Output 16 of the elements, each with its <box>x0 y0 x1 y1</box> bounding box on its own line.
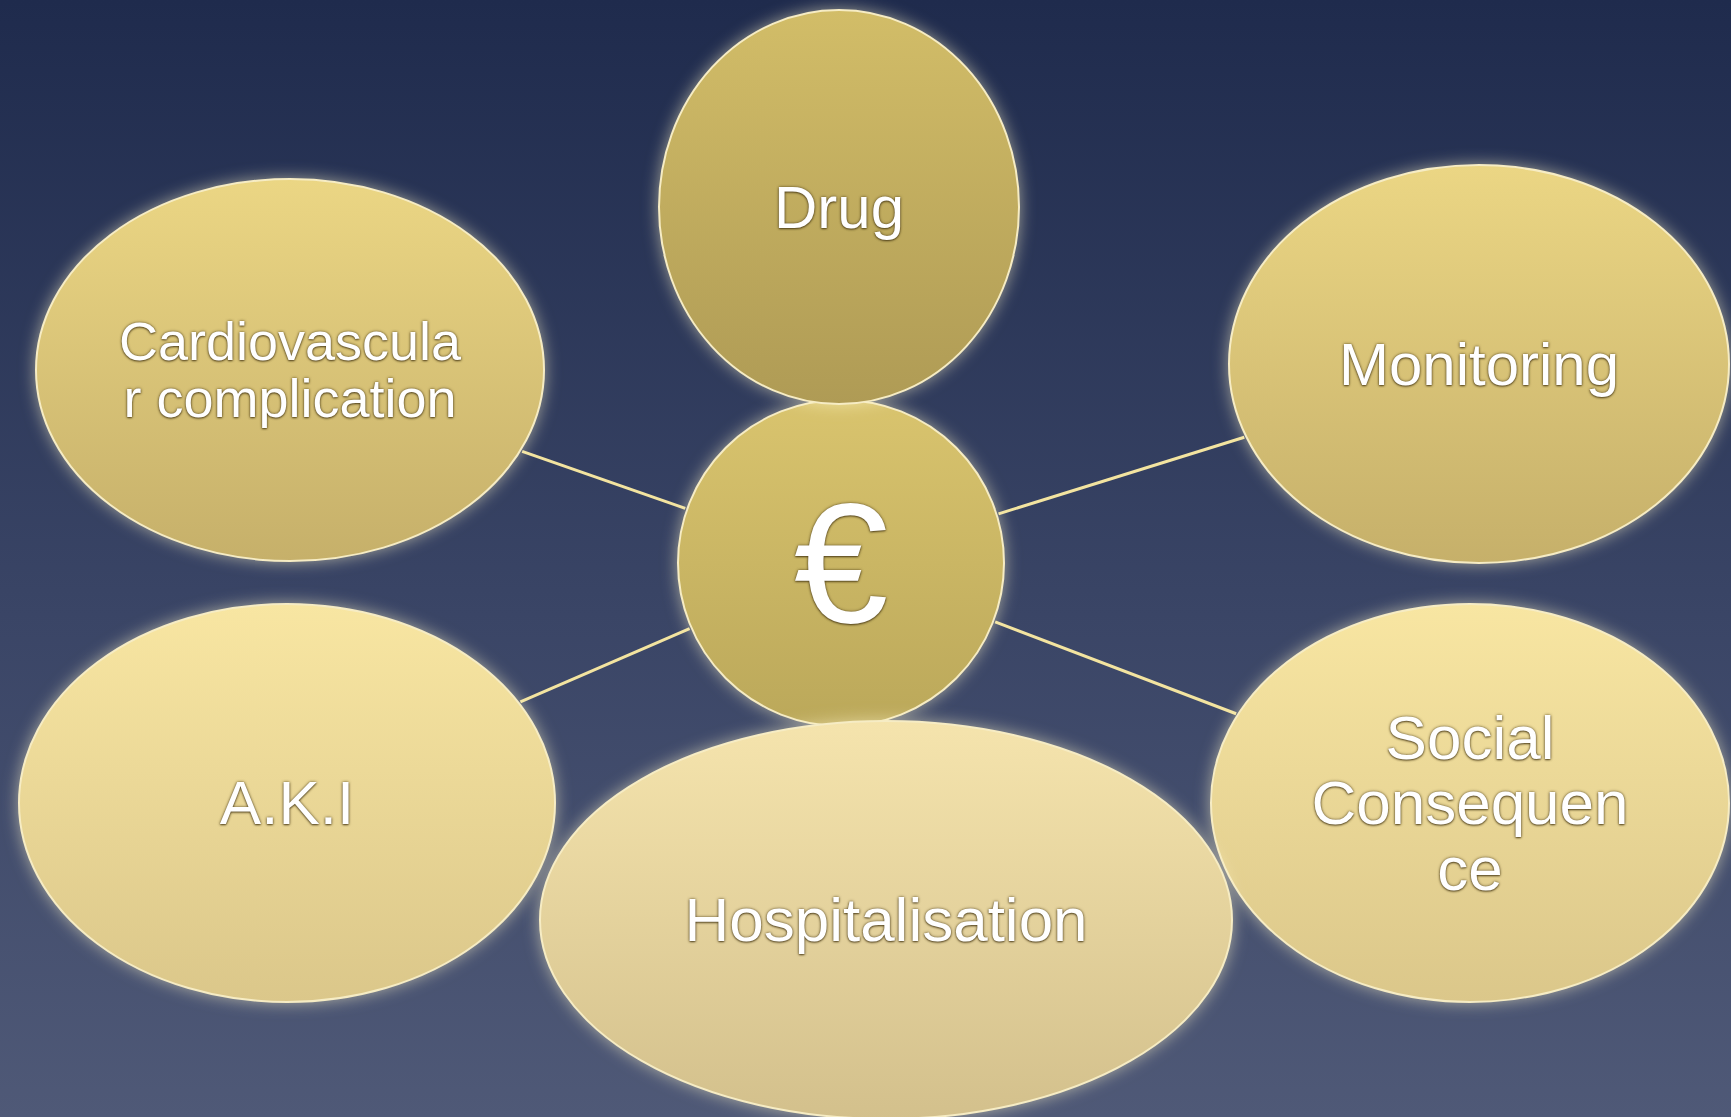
ellipse-node <box>1209 602 1731 1004</box>
node-label: Cardiovascular complication <box>117 313 463 427</box>
node-label: Hospitalisation <box>684 887 1088 953</box>
node-label: Monitoring <box>1338 332 1620 396</box>
connector-line <box>994 620 1237 716</box>
connector-line <box>521 449 686 510</box>
connector-line <box>519 627 691 704</box>
ellipse-node <box>17 602 557 1004</box>
node-label: A.K.I <box>219 770 355 836</box>
node-label: € <box>793 473 889 653</box>
node-label: Social Consequence <box>1310 705 1630 901</box>
ellipse-node <box>34 177 546 563</box>
connector-line <box>998 435 1245 516</box>
ellipse-node <box>1227 163 1731 565</box>
ellipse-node <box>657 8 1021 406</box>
node-label: Drug <box>773 175 905 239</box>
